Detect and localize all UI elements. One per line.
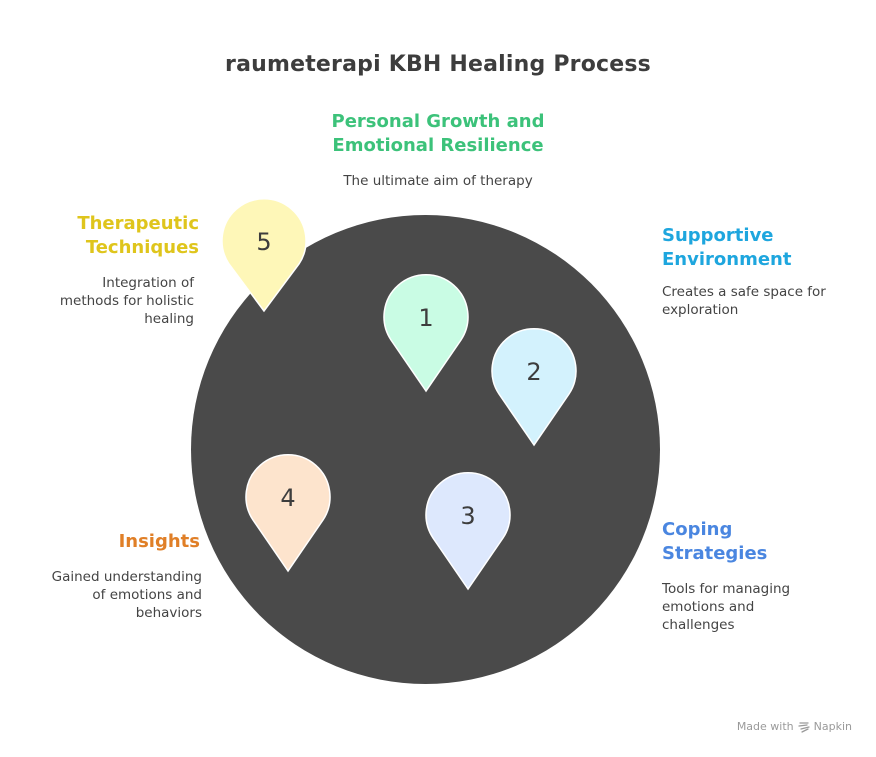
therapeutic-techniques-description-line3: healing xyxy=(144,311,194,327)
therapeutic-techniques-heading-line2: Techniques xyxy=(85,237,199,258)
pin-2: 2 xyxy=(491,328,577,447)
therapeutic-techniques-heading-line1: Therapeutic xyxy=(77,213,199,234)
insights-description-line1: Gained understanding xyxy=(51,569,202,585)
coping-strategies-heading: Coping Strategies xyxy=(662,518,767,566)
supportive-environment-heading: Supportive Environment xyxy=(662,224,791,272)
pin-4-number: 4 xyxy=(280,484,295,512)
personal-growth-heading-line1: Personal Growth and xyxy=(331,111,545,132)
pin-2-marker-icon xyxy=(491,328,577,447)
personal-growth-heading: Personal Growth and Emotional Resilience xyxy=(288,110,588,158)
insights-description-line3: behaviors xyxy=(135,605,202,621)
pin-1-marker-icon xyxy=(383,274,469,393)
pin-4: 4 xyxy=(245,454,331,573)
supportive-environment-description-line2: exploration xyxy=(662,302,739,318)
insights-description: Gained understanding of emotions and beh… xyxy=(52,568,202,622)
personal-growth-heading-line2: Emotional Resilience xyxy=(332,135,544,156)
pin-3: 3 xyxy=(425,472,511,591)
diagram-title: raumeterapi KBH Healing Process xyxy=(225,52,651,77)
coping-strategies-description-line3: challenges xyxy=(662,617,735,633)
pin-3-number: 3 xyxy=(460,502,475,530)
coping-strategies-description-line1: Tools for managing xyxy=(662,581,791,597)
insights-description-line2: of emotions and xyxy=(92,587,202,603)
insights-heading: Insights xyxy=(118,531,200,552)
made-with-label: Made with xyxy=(736,720,794,733)
therapeutic-techniques-description-line1: Integration of xyxy=(102,275,194,291)
pin-5-number: 5 xyxy=(256,228,271,256)
pin-5-marker-icon xyxy=(221,198,307,313)
supportive-environment-description-line1: Creates a safe space for xyxy=(662,284,826,300)
napkin-brand-label: Napkin xyxy=(813,720,852,733)
therapeutic-techniques-description-line2: methods for holistic xyxy=(59,293,194,309)
personal-growth-description: The ultimate aim of therapy xyxy=(343,173,533,189)
therapeutic-techniques-heading: Therapeutic Techniques xyxy=(77,212,199,260)
therapeutic-techniques-description: Integration of methods for holistic heal… xyxy=(60,274,194,328)
napkin-logo-icon xyxy=(797,721,810,733)
coping-strategies-description: Tools for managing emotions and challeng… xyxy=(662,580,790,634)
coping-strategies-heading-line1: Coping xyxy=(662,519,733,540)
made-with-napkin-badge[interactable]: Made with Napkin xyxy=(737,720,852,733)
supportive-environment-heading-line1: Supportive xyxy=(662,225,774,246)
pin-4-marker-icon xyxy=(245,454,331,573)
pin-5: 5 xyxy=(221,198,307,313)
pin-1: 1 xyxy=(383,274,469,393)
supportive-environment-description: Creates a safe space for exploration xyxy=(662,283,826,319)
supportive-environment-heading-line2: Environment xyxy=(662,249,792,270)
pin-1-number: 1 xyxy=(418,304,433,332)
coping-strategies-description-line2: emotions and xyxy=(662,599,755,615)
coping-strategies-heading-line2: Strategies xyxy=(662,543,768,564)
pin-2-number: 2 xyxy=(526,358,541,386)
pin-3-marker-icon xyxy=(425,472,511,591)
